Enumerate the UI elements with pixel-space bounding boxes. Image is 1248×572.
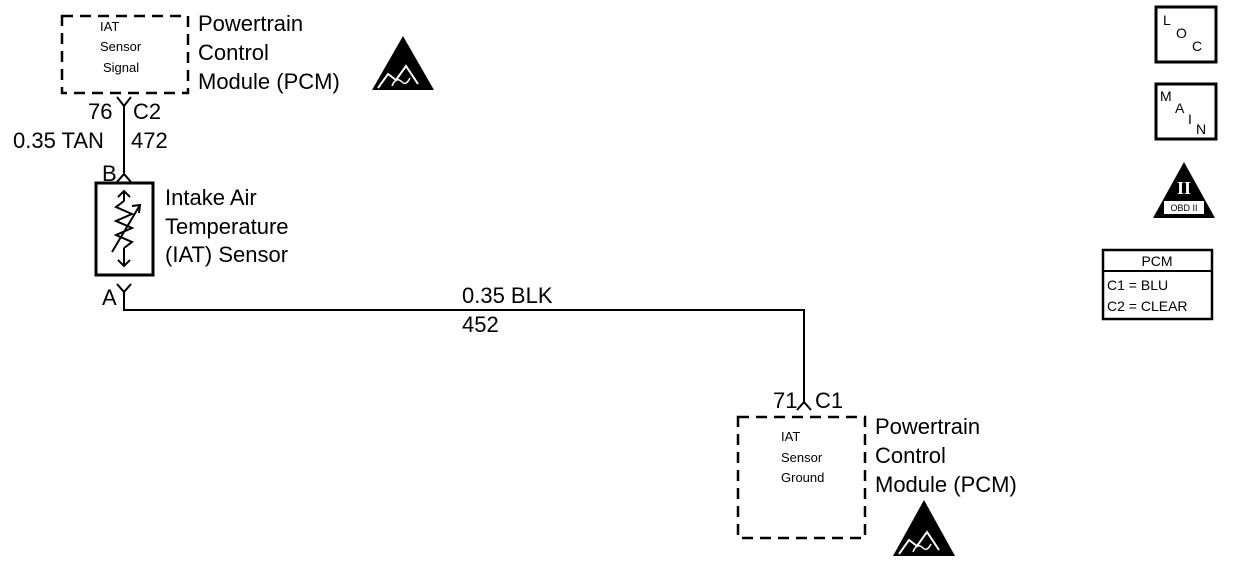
main-icon bbox=[1154, 82, 1218, 141]
sensor-body bbox=[94, 181, 155, 277]
loc-letter-1: L bbox=[1163, 12, 1171, 28]
pcm-bottom-circuit-line-3: Ground bbox=[781, 470, 824, 485]
signal-wire-gauge-color: 0.35 TAN bbox=[13, 128, 104, 153]
ground-wire-gauge-color: 0.35 BLK bbox=[462, 283, 553, 308]
pcm-bottom-module-line-2: Control bbox=[875, 443, 946, 468]
obd-ii-label-bg bbox=[1164, 201, 1204, 214]
pcm-bottom-module: IAT Sensor Ground Powertrain Control Mod… bbox=[736, 414, 1017, 556]
pcm-connector-legend: PCM C1 = BLU C2 = CLEAR bbox=[1101, 248, 1214, 321]
pcm-legend-title: PCM bbox=[1141, 253, 1172, 269]
connector-c2: 76 C2 bbox=[88, 96, 161, 124]
pcm-bottom-dashed-box bbox=[736, 415, 867, 540]
pcm-legend-row-1: C1 = BLU bbox=[1107, 277, 1168, 293]
loc-button[interactable]: L O C bbox=[1154, 5, 1218, 64]
connector-c1-name: C1 bbox=[815, 388, 843, 413]
pcm-top-circuit-line-3: Signal bbox=[103, 60, 139, 75]
thermistor-symbol bbox=[111, 189, 142, 268]
pcm-top-module-line-2: Control bbox=[198, 40, 269, 65]
sensor-terminal-b: B bbox=[102, 161, 117, 186]
pcm-legend-row-2: C2 = CLEAR bbox=[1107, 298, 1188, 314]
pcm-top-circuit-line-1: IAT bbox=[100, 19, 119, 34]
pcm-top-module-line-3: Module (PCM) bbox=[198, 69, 340, 94]
sensor-name-line-2: Temperature bbox=[165, 214, 289, 239]
main-letter-3: I bbox=[1188, 111, 1192, 127]
signal-wire-circuit: 472 bbox=[131, 128, 168, 153]
esd-warning-icon bbox=[372, 36, 434, 90]
pcm-top-module-line-1: Powertrain bbox=[198, 11, 303, 36]
iat-sensor: B A Intake Air Temperature (IAT) Sensor bbox=[94, 161, 289, 310]
main-letter-1: M bbox=[1160, 88, 1172, 104]
pcm-bottom-circuit-line-1: IAT bbox=[781, 429, 800, 444]
connector-c1: 71 C1 bbox=[773, 388, 843, 413]
connector-c2-name: C2 bbox=[133, 99, 161, 124]
connector-c2-pin: 76 bbox=[88, 99, 112, 124]
connector-c1-pin: 71 bbox=[773, 388, 797, 413]
main-letter-2: A bbox=[1175, 100, 1185, 116]
esd-warning-icon bbox=[893, 500, 955, 556]
pcm-top-module: IAT Sensor Signal Powertrain Control Mod… bbox=[60, 11, 434, 95]
signal-wire: 0.35 TAN 472 bbox=[13, 106, 168, 173]
main-button[interactable]: M A I N bbox=[1154, 82, 1218, 141]
obd-ii-numeral: II bbox=[1177, 178, 1191, 198]
obd-ii-label: OBD II bbox=[1170, 203, 1197, 213]
loc-icon bbox=[1154, 5, 1218, 64]
pcm-legend-box bbox=[1101, 248, 1214, 321]
sensor-name-line-3: (IAT) Sensor bbox=[165, 242, 288, 267]
sensor-terminal-a: A bbox=[102, 285, 117, 310]
sensor-name-line-1: Intake Air bbox=[165, 185, 257, 210]
obd-ii-button[interactable]: II OBD II bbox=[1153, 162, 1215, 218]
loc-letter-2: O bbox=[1176, 25, 1187, 41]
pcm-top-circuit-line-2: Sensor bbox=[100, 39, 142, 54]
pcm-top-dashed-box bbox=[60, 14, 190, 95]
ground-wire-circuit: 452 bbox=[462, 312, 499, 337]
loc-letter-3: C bbox=[1192, 38, 1202, 54]
pcm-bottom-module-line-1: Powertrain bbox=[875, 414, 980, 439]
main-letter-4: N bbox=[1196, 121, 1206, 137]
ground-wire: 0.35 BLK 452 bbox=[123, 283, 805, 402]
pcm-bottom-circuit-line-2: Sensor bbox=[781, 450, 823, 465]
pcm-bottom-module-line-3: Module (PCM) bbox=[875, 472, 1017, 497]
